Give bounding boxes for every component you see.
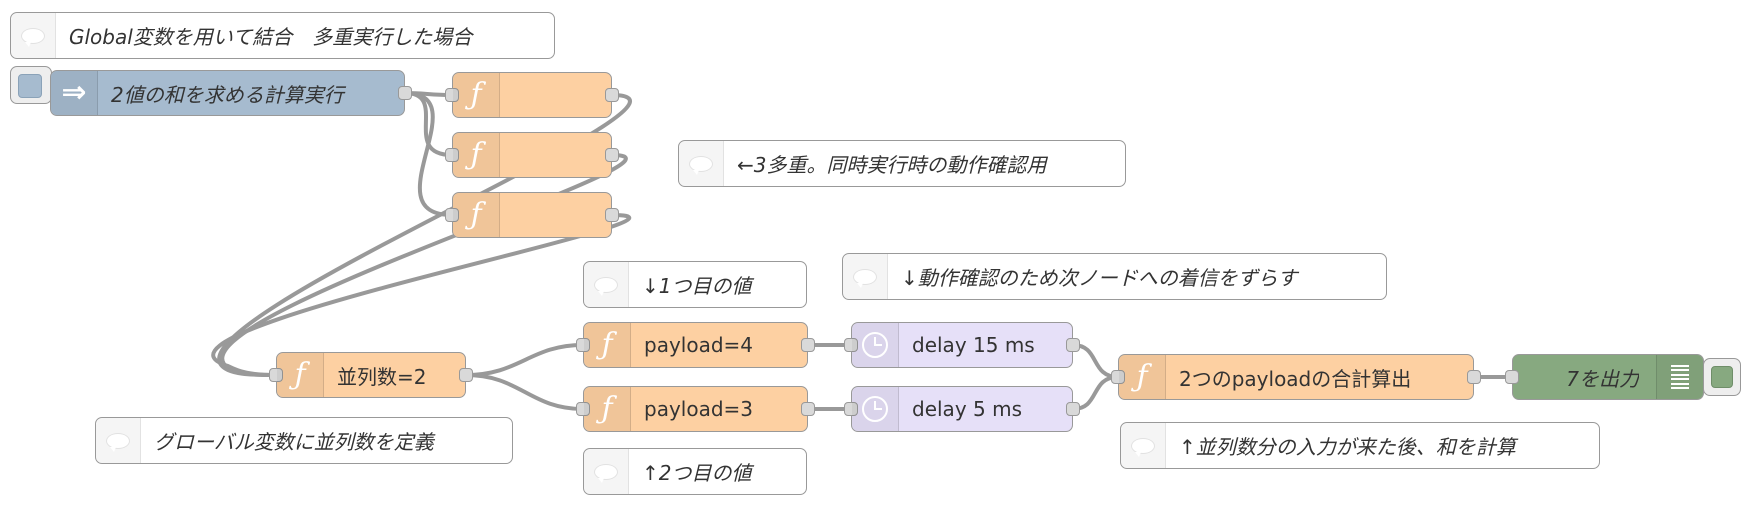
inject-node[interactable]: ⇒ 2値の和を求める計算実行 [50,70,412,116]
comment-icon [679,141,724,186]
function-node-b-label [513,133,601,177]
comment-sum-note[interactable]: ↑並列数分の入力が来た後、和を計算 [1120,422,1600,469]
comment-shift-note-text: ↓動作確認のため次ノードへの着信をずらす [901,266,1298,290]
payload3-input-port[interactable] [576,402,590,416]
debug-toggle-indicator [1711,366,1733,388]
parallel-function-input-port[interactable] [269,368,283,382]
payload3-function-node[interactable]: ƒ payload=3 [576,386,815,432]
comment-triple[interactable]: ←3多重。同時実行時の動作確認用 [678,140,1126,187]
delay15-output-port[interactable] [1066,338,1080,352]
debug-input-port[interactable] [1505,370,1519,384]
comment-first-value[interactable]: ↓1つ目の値 [583,261,807,308]
comment-shift-note[interactable]: ↓動作確認のため次ノードへの着信をずらす [842,253,1387,300]
function-node-c[interactable]: ƒ [445,192,619,238]
function-node-b-output-port[interactable] [605,148,619,162]
wire-func-b-parallel [220,153,628,377]
parallel-function-node[interactable]: ƒ 並列数=2 [269,352,473,398]
payload3-output-port[interactable] [801,402,815,416]
delay5-node[interactable]: delay 5 ms [844,386,1080,432]
wire-func-c-parallel [211,213,632,377]
sum-label: 2つのpayloadの合計算出 [1179,366,1412,391]
function-icon: ƒ [453,193,500,237]
function-node-b[interactable]: ƒ [445,132,619,178]
comment-icon [96,418,141,463]
function-icon: ƒ [1119,355,1166,399]
function-node-c-input-port[interactable] [445,208,459,222]
comment-title[interactable]: Global変数を用いて結合 多重実行した場合 [10,12,555,59]
function-icon: ƒ [453,133,500,177]
comment-title-text: Global変数を用いて結合 多重実行した場合 [69,25,473,49]
delay15-node[interactable]: delay 15 ms [844,322,1080,368]
comment-first-value-text: ↓1つ目の値 [642,274,752,298]
comment-icon [843,254,888,299]
function-icon: ƒ [453,73,500,117]
inject-output-port[interactable] [398,86,412,100]
inject-trigger-button[interactable] [10,66,52,104]
sum-output-port[interactable] [1467,370,1481,384]
comment-define-parallel-text: グローバル変数に並列数を定義 [154,430,434,454]
payload4-function-node[interactable]: ƒ payload=4 [576,322,815,368]
clock-icon [852,387,899,431]
clock-icon [852,323,899,367]
comment-triple-text: ←3多重。同時実行時の動作確認用 [737,153,1047,177]
function-node-a-input-port[interactable] [445,88,459,102]
wire-parallel-payload3 [465,373,584,411]
debug-toggle-button[interactable] [1703,358,1741,396]
function-icon: ƒ [584,387,631,431]
parallel-function-label: 並列数=2 [337,364,427,389]
comment-icon [1121,423,1166,468]
delay5-output-port[interactable] [1066,402,1080,416]
comment-define-parallel[interactable]: グローバル変数に並列数を定義 [95,417,513,464]
inject-trigger-indicator [18,74,42,98]
function-node-a-output-port[interactable] [605,88,619,102]
function-node-c-output-port[interactable] [605,208,619,222]
function-icon: ƒ [277,353,324,397]
function-node-a-label [513,73,601,117]
list-icon [1656,355,1703,399]
comment-second-value-text: ↑2つ目の値 [642,461,752,485]
comment-second-value[interactable]: ↑2つ目の値 [583,448,807,495]
wire-inject-func-b [404,91,453,157]
delay5-input-port[interactable] [844,402,858,416]
debug-node[interactable]: 7を出力 [1505,354,1704,400]
payload3-label: payload=3 [644,397,754,421]
delay15-input-port[interactable] [844,338,858,352]
delay5-label: delay 5 ms [912,397,1022,421]
payload4-output-port[interactable] [801,338,815,352]
debug-label: 7を出力 [1566,366,1639,391]
inject-node-label: 2値の和を求める計算実行 [111,82,344,107]
function-node-b-input-port[interactable] [445,148,459,162]
function-node-c-label [513,193,601,237]
function-icon: ƒ [584,323,631,367]
parallel-function-output-port[interactable] [459,368,473,382]
comment-sum-note-text: ↑並列数分の入力が来た後、和を計算 [1179,435,1516,459]
payload4-label: payload=4 [644,333,754,357]
sum-function-node[interactable]: ƒ 2つのpayloadの合計算出 [1111,354,1481,400]
wire-parallel-payload4 [465,343,584,377]
comment-icon [11,13,56,58]
arrow-right-icon: ⇒ [51,71,98,115]
delay15-label: delay 15 ms [912,333,1035,357]
function-node-a[interactable]: ƒ [445,72,619,118]
payload4-input-port[interactable] [576,338,590,352]
comment-icon [584,262,629,307]
comment-icon [584,449,629,494]
sum-input-port[interactable] [1111,370,1125,384]
